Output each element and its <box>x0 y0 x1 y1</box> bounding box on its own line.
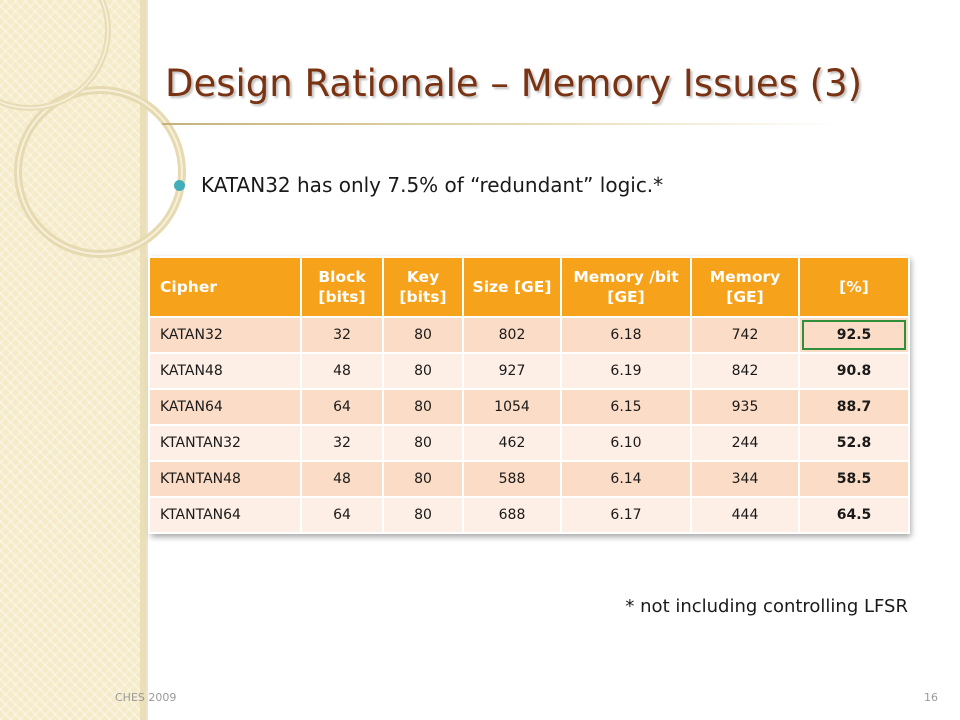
table-row: KTANTAN64 64 80 688 6.17 444 64.5 <box>148 496 910 534</box>
table-row: KATAN48 48 80 927 6.19 842 90.8 <box>148 352 910 390</box>
cell-memory-per-bit: 6.17 <box>560 496 692 534</box>
bullet-item: KATAN32 has only 7.5% of “redundant” log… <box>174 173 663 197</box>
cell-percent: 52.8 <box>798 424 910 462</box>
bullet-dot-icon <box>174 179 185 191</box>
header-percent: [%] <box>798 256 910 318</box>
cell-block: 48 <box>300 460 384 498</box>
cell-key: 80 <box>382 388 464 426</box>
cell-memory: 935 <box>690 388 800 426</box>
cell-block: 64 <box>300 388 384 426</box>
cell-memory: 842 <box>690 352 800 390</box>
cell-size: 588 <box>462 460 562 498</box>
title-underline <box>162 123 842 125</box>
header-key-bits: Key [bits] <box>382 256 464 318</box>
table-row: KTANTAN48 48 80 588 6.14 344 58.5 <box>148 460 910 498</box>
cell-size: 462 <box>462 424 562 462</box>
side-panel-border <box>140 0 146 720</box>
cell-key: 80 <box>382 316 464 354</box>
cell-size: 1054 <box>462 388 562 426</box>
cell-memory: 244 <box>690 424 800 462</box>
cell-percent-highlighted: 92.5 <box>798 316 910 354</box>
table-header-row: Cipher Block [bits] Key [bits] Size [GE]… <box>148 256 910 318</box>
cell-cipher: KATAN32 <box>148 316 302 354</box>
cipher-table-container: Cipher Block [bits] Key [bits] Size [GE]… <box>148 256 910 534</box>
header-memory-ge: Memory [GE] <box>690 256 800 318</box>
cell-key: 80 <box>382 496 464 534</box>
cell-percent: 64.5 <box>798 496 910 534</box>
cell-size: 802 <box>462 316 562 354</box>
footer-conference: CHES 2009 <box>115 691 177 704</box>
cell-percent: 58.5 <box>798 460 910 498</box>
table-row: KTANTAN32 32 80 462 6.10 244 52.8 <box>148 424 910 462</box>
table-row: KATAN64 64 80 1054 6.15 935 88.7 <box>148 388 910 426</box>
decorative-side-panel <box>0 0 140 720</box>
cell-percent: 90.8 <box>798 352 910 390</box>
decorative-rings-icon <box>0 0 186 258</box>
bullet-text: KATAN32 has only 7.5% of “redundant” log… <box>201 173 664 197</box>
cell-cipher: KATAN48 <box>148 352 302 390</box>
footnote: * not including controlling LFSR <box>625 596 908 617</box>
cell-memory-per-bit: 6.10 <box>560 424 692 462</box>
cell-key: 80 <box>382 424 464 462</box>
cell-cipher: KTANTAN64 <box>148 496 302 534</box>
cell-cipher: KATAN64 <box>148 388 302 426</box>
cell-memory-per-bit: 6.19 <box>560 352 692 390</box>
cell-block: 64 <box>300 496 384 534</box>
cell-key: 80 <box>382 460 464 498</box>
cell-memory: 344 <box>690 460 800 498</box>
page-number: 16 <box>924 691 938 704</box>
cell-memory-per-bit: 6.15 <box>560 388 692 426</box>
cell-memory-per-bit: 6.18 <box>560 316 692 354</box>
cell-percent: 88.7 <box>798 388 910 426</box>
header-block-bits: Block [bits] <box>300 256 384 318</box>
cell-block: 48 <box>300 352 384 390</box>
cell-size: 688 <box>462 496 562 534</box>
cell-cipher: KTANTAN48 <box>148 460 302 498</box>
side-panel-border-thin <box>146 0 148 720</box>
cell-block: 32 <box>300 316 384 354</box>
header-size-ge: Size [GE] <box>462 256 562 318</box>
header-memory-per-bit: Memory /bit [GE] <box>560 256 692 318</box>
cell-memory-per-bit: 6.14 <box>560 460 692 498</box>
cell-memory: 742 <box>690 316 800 354</box>
cipher-table: Cipher Block [bits] Key [bits] Size [GE]… <box>148 256 910 534</box>
header-cipher: Cipher <box>148 256 302 318</box>
cell-memory: 444 <box>690 496 800 534</box>
cell-block: 32 <box>300 424 384 462</box>
cell-cipher: KTANTAN32 <box>148 424 302 462</box>
cell-size: 927 <box>462 352 562 390</box>
table-row: KATAN32 32 80 802 6.18 742 92.5 <box>148 316 910 354</box>
cell-key: 80 <box>382 352 464 390</box>
slide-title: Design Rationale – Memory Issues (3) <box>165 62 863 105</box>
